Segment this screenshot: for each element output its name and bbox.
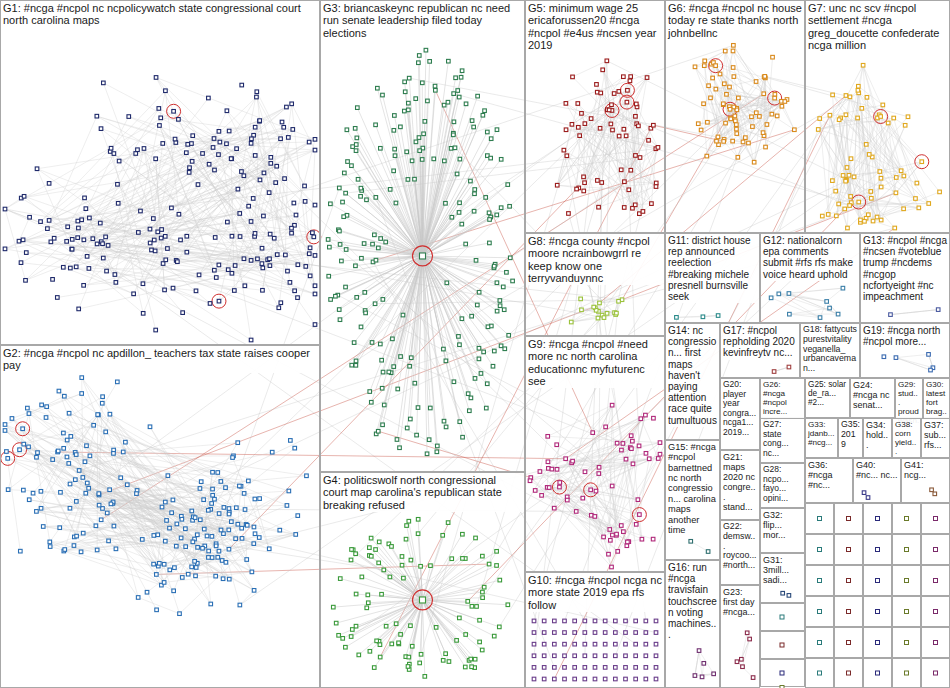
group-panel: G31: 3mill... sadi... xyxy=(760,553,805,603)
tiny-panels xyxy=(761,504,950,688)
group-label: G32: flip... mor... xyxy=(761,509,804,541)
group-panel: G35: 2019 xyxy=(838,418,863,458)
group-panel: G38: corn yield... xyxy=(892,418,921,458)
group-label: G40: #nc... nc... xyxy=(854,459,900,481)
group-label: G36: #ncga #nc... xyxy=(806,459,852,491)
group-panel: G1: #ncga #ncpol nc ncpolicywatch state … xyxy=(0,0,320,345)
group-panel: G16: run #ncga travisfain touchscreen vo… xyxy=(665,560,720,688)
group-panel: G28: ncpo... fayo... opini... xyxy=(760,463,805,508)
group-label: G22: demsw... roycoo... #north... xyxy=(721,521,759,572)
group-panel: G15: #ncga #ncpol barnettned nc north co… xyxy=(665,440,720,560)
group-label: G1: #ncga #ncpol nc ncpolicywatch state … xyxy=(1,1,319,28)
group-label: G41: ncg... xyxy=(902,459,949,481)
group-panel: G29: stud... proud wash... xyxy=(895,378,923,418)
group-label: G7: unc nc scv #ncpol settlement #ncga g… xyxy=(806,1,949,52)
group-label: G15: #ncga #ncpol barnettned nc north co… xyxy=(666,441,719,536)
group-label: G8: #ncga county #ncpol moore ncrainbowg… xyxy=(526,234,664,285)
group-label: G10: #ncga #ncpol ncga nc more state 201… xyxy=(526,573,664,612)
group-panel: G3: briancaskeync republican nc need run… xyxy=(320,0,525,472)
group-panel: G41: ncg... xyxy=(901,458,950,503)
group-label: G31: 3mill... sadi... xyxy=(761,554,804,586)
group-panel: G5: minimum wage 25 ericaforussen20 #ncg… xyxy=(525,0,665,233)
group-label: G16: run #ncga travisfain touchscreen vo… xyxy=(666,561,719,641)
group-label: G28: ncpo... fayo... opini... xyxy=(761,464,804,504)
group-panel: G36: #ncga #nc... xyxy=(805,458,853,503)
group-label: G25: solar de_ra... #2... xyxy=(806,379,849,409)
group-panel: G26: #ncga #ncpol incre... #2... xyxy=(760,378,805,418)
group-panel: G33: jdanb... #ncg... xyxy=(805,418,838,458)
group-panel: G37: sub... rfs... xyxy=(921,418,950,458)
group-label: G20: player year congra... ncga1... 2019… xyxy=(721,379,759,438)
group-panel: G14: nc congression... first maps haven'… xyxy=(665,323,720,440)
group-label: G24: #ncga nc senat... xyxy=(851,379,894,411)
group-panel: G12: nationalcorn epa comments submit #r… xyxy=(760,233,860,323)
group-panel: G23: first day #ncga... xyxy=(720,585,760,688)
group-panel: G19: #ncga north #ncpol more... xyxy=(860,323,950,378)
group-panel: G9: #ncga #ncpol #need more nc north car… xyxy=(525,336,665,572)
group-label: G34: hold... xyxy=(864,419,891,451)
group-panel: G7: unc nc scv #ncpol settlement #ncga g… xyxy=(805,0,950,233)
group-label: G13: #ncpol #ncga #ncsen #voteblue trump… xyxy=(861,234,949,303)
intra-group-edges xyxy=(1,45,940,677)
group-label: G14: nc congression... first maps haven'… xyxy=(666,324,719,427)
group-panel: G17: #ncpol repholding 2020 kevinfreytv … xyxy=(720,323,800,378)
group-panel: G21: maps 2020 nc congre... stand... xyxy=(720,450,760,520)
group-panel: G18: fattycuts purestvitality veganella_… xyxy=(800,323,860,378)
group-label: G19: #ncga north #ncpol more... xyxy=(861,324,949,348)
group-panel: G22: demsw... roycoo... #north... xyxy=(720,520,760,585)
group-panel: G25: solar de_ra... #2... xyxy=(805,378,850,418)
group-label: G3: briancaskeync republican nc need run… xyxy=(321,1,524,40)
group-label: G6: #ncga #ncpol nc house today re state… xyxy=(666,1,804,40)
group-label: G37: sub... rfs... xyxy=(922,419,949,451)
group-label: G17: #ncpol repholding 2020 kevinfreytv … xyxy=(721,324,799,360)
group-panel: G24: #ncga nc senat... xyxy=(850,378,895,418)
group-label: G11: district house rep announced reelec… xyxy=(666,234,759,303)
group-panel: G10: #ncga #ncpol ncga nc more state 201… xyxy=(525,572,665,688)
group-panel: G20: player year congra... ncga1... 2019… xyxy=(720,378,760,450)
group-label: G2: #ncga #ncpol nc apdillon_ teachers t… xyxy=(1,346,319,373)
group-label: G4: politicswolf north congressional cou… xyxy=(321,473,524,512)
group-label: G35: 2019 xyxy=(839,419,862,450)
group-panel: G32: flip... mor... xyxy=(760,508,805,553)
group-panel: G11: district house rep announced reelec… xyxy=(665,233,760,323)
group-label: G21: maps 2020 nc congre... stand... xyxy=(721,451,759,513)
group-panel: G8: #ncga county #ncpol moore ncrainbowg… xyxy=(525,233,665,336)
group-label: G33: jdanb... #ncg... xyxy=(806,419,837,448)
group-panel: G4: politicswolf north congressional cou… xyxy=(320,472,525,688)
group-panel: G2: #ncga #ncpol nc apdillon_ teachers t… xyxy=(0,345,320,688)
group-panel: G40: #nc... nc... xyxy=(853,458,901,503)
group-label: G38: corn yield... xyxy=(893,419,920,457)
group-panel: G13: #ncpol #ncga #ncsen #voteblue trump… xyxy=(860,233,950,323)
group-panel: G34: hold... xyxy=(863,418,892,458)
group-label: G12: nationalcorn epa comments submit #r… xyxy=(761,234,859,281)
group-label: G5: minimum wage 25 ericaforussen20 #ncg… xyxy=(526,1,664,52)
group-panel: G30: latest fort brag... xyxy=(923,378,950,418)
group-label: G9: #ncga #ncpol #need more nc north car… xyxy=(526,337,664,388)
group-label: G18: fattycuts purestvitality veganella_… xyxy=(801,324,859,375)
group-panel: G6: #ncga #ncpol nc house today re state… xyxy=(665,0,805,233)
group-panel: G27: state cong... nc... xyxy=(760,418,805,463)
group-label: G23: first day #ncga... xyxy=(721,586,759,618)
group-label: G27: state cong... nc... xyxy=(761,419,804,459)
